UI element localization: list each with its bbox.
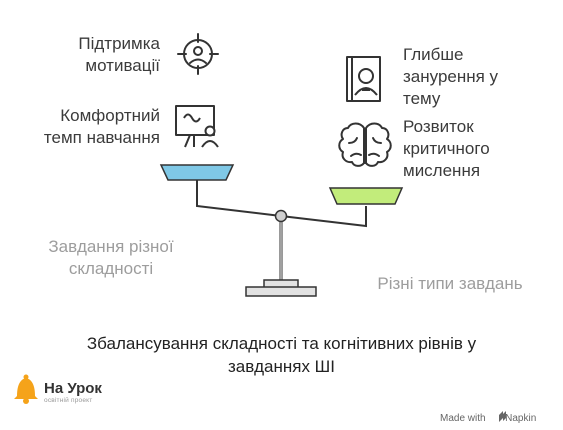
right-item-deep-dive-line3: тему bbox=[403, 89, 441, 108]
deep-dive-book-icon bbox=[346, 56, 381, 102]
scale-pivot bbox=[274, 209, 288, 223]
na-urok-logo: На Урок освітній проект bbox=[44, 380, 102, 404]
made-with-label: Made with bbox=[440, 413, 486, 424]
logo-bell-icon bbox=[14, 374, 38, 404]
left-base-label-line1: Завдання різної bbox=[48, 237, 174, 256]
right-item-deep-dive-line2: занурення у bbox=[403, 67, 499, 86]
left-item-motivation-line1: Підтримка bbox=[78, 34, 160, 53]
right-item-critical-thinking-line1: Розвиток bbox=[403, 117, 474, 136]
right-pan bbox=[328, 187, 404, 205]
left-item-learning-pace: Комфортний темп навчання bbox=[10, 105, 160, 149]
left-base-label-line2: складності bbox=[68, 259, 154, 278]
napkin-brand: Napkin bbox=[505, 413, 537, 424]
logo-title: На Урок bbox=[44, 380, 102, 397]
diagram-caption-line1: Збалансування складності та когнітивних … bbox=[86, 334, 477, 353]
right-item-critical-thinking: Розвиток критичного мислення bbox=[403, 116, 553, 182]
diagram-caption: Збалансування складності та когнітивних … bbox=[20, 332, 543, 378]
motivation-icon bbox=[177, 33, 219, 75]
left-item-motivation-line2: мотивації bbox=[85, 56, 160, 75]
brain-icon bbox=[338, 122, 392, 167]
diagram-caption-line2: завданнях ШІ bbox=[228, 357, 335, 376]
napkin-logo-icon bbox=[499, 411, 506, 422]
left-pan bbox=[159, 164, 235, 181]
right-item-deep-dive: Глибше занурення у тему bbox=[403, 44, 553, 110]
right-item-deep-dive-line1: Глибше bbox=[403, 45, 464, 64]
right-item-critical-thinking-line2: критичного bbox=[403, 139, 490, 158]
right-base-label: Різні типи завдань bbox=[377, 274, 523, 293]
scale-base-bottom bbox=[245, 286, 317, 297]
made-with-napkin: Made with Napkin bbox=[440, 413, 536, 424]
right-item-critical-thinking-line3: мислення bbox=[403, 161, 481, 180]
logo-subtitle: освітній проект bbox=[44, 397, 93, 404]
learning-pace-icon bbox=[175, 105, 219, 148]
left-item-learning-pace-line2: темп навчання bbox=[43, 128, 160, 147]
left-item-motivation: Підтримка мотивації bbox=[10, 33, 160, 77]
left-base-label: Завдання різної складності bbox=[18, 236, 204, 280]
left-item-learning-pace-line1: Комфортний bbox=[60, 106, 160, 125]
